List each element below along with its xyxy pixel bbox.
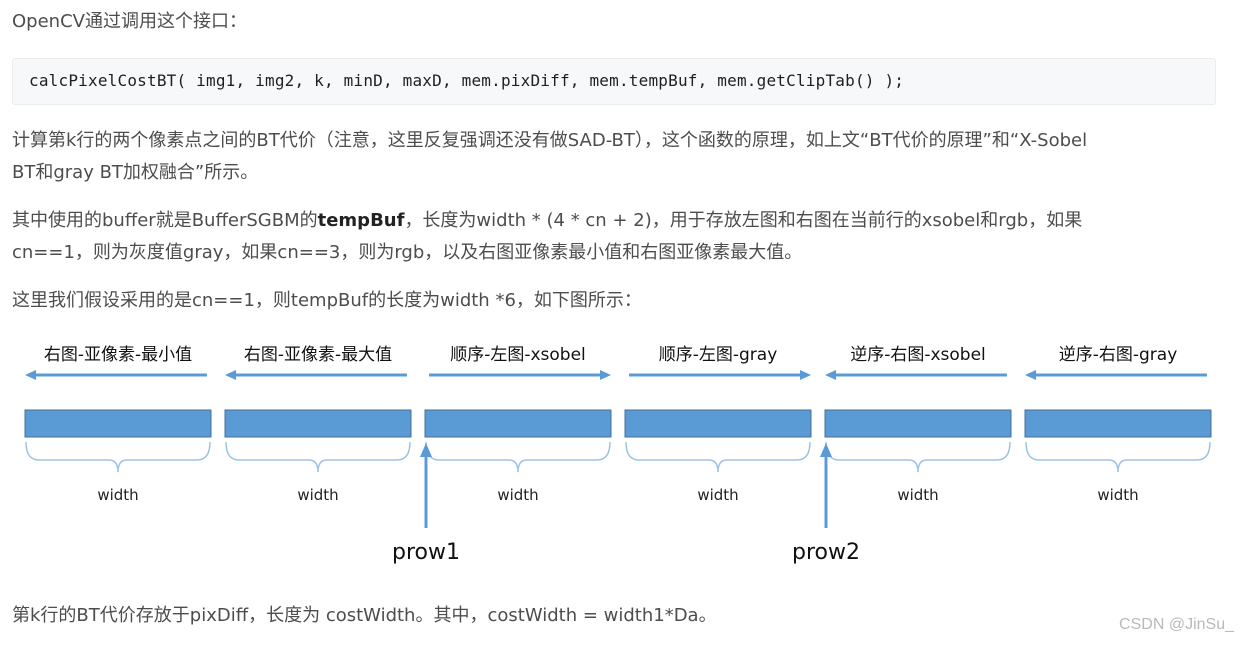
width-brace <box>625 441 811 473</box>
paragraph-3: 这里我们假设采用的是cn==1，则tempBuf的长度为width *6，如下图… <box>12 290 642 311</box>
width-brace <box>1025 441 1211 473</box>
buffer-block <box>424 409 612 438</box>
buffer-block <box>824 409 1012 438</box>
width-label: width <box>1097 486 1138 504</box>
segment-arrow-head <box>1025 370 1036 380</box>
pointer-arrow-head <box>820 443 832 457</box>
buffer-block <box>624 409 812 438</box>
code-block: calcPixelCostBT( img1, img2, k, minD, ma… <box>12 58 1216 105</box>
buffer-block <box>224 409 412 438</box>
width-label: width <box>697 486 738 504</box>
intro-text: OpenCV通过调用这个接口： <box>12 11 247 32</box>
paragraph-2-line-2: cn==1，则为灰度值gray，如果cn==3，则为rgb，以及右图亚像素最小值… <box>12 242 803 263</box>
segment-label: 逆序-右图-gray <box>1059 345 1178 365</box>
segment-arrow-head <box>825 370 836 380</box>
paragraph-1-line-2: BT和gray BT加权融合”所示。 <box>12 162 259 183</box>
tempbuf-diagram: 右图-亚像素-最小值 width 右图-亚像素-最大值 width 顺序-左图-xsob… <box>24 345 1212 565</box>
segment-label: 逆序-右图-xsobel <box>850 345 986 365</box>
width-label: width <box>897 486 938 504</box>
segment-arrow-head <box>25 370 36 380</box>
width-brace <box>825 441 1011 473</box>
segment-label: 右图-亚像素-最小值 <box>44 345 192 365</box>
segment-arrow-head <box>225 370 236 380</box>
paragraph-2-bold: tempBuf <box>317 210 405 231</box>
width-label: width <box>497 486 538 504</box>
paragraph-4: 第k行的BT代价存放于pixDiff，长度为 costWidth。其中，cost… <box>12 605 717 626</box>
segment-arrow-head <box>800 370 811 380</box>
paragraph-2-suffix: ，长度为width * (4 * cn + 2)，用于存放左图和右图在当前行的x… <box>404 210 1083 231</box>
pointer-label: prow2 <box>792 540 860 565</box>
width-brace <box>225 441 411 473</box>
segment-label: 右图-亚像素-最大值 <box>244 345 392 365</box>
paragraph-1-line-1: 计算第k行的两个像素点之间的BT代价（注意，这里反复强调还没有做SAD-BT），… <box>12 130 1088 151</box>
paragraph-2-prefix: 其中使用的buffer就是BufferSGBM的 <box>12 210 318 231</box>
code-line: calcPixelCostBT( img1, img2, k, minD, ma… <box>29 71 905 90</box>
paragraph-2-line-1: 其中使用的buffer就是BufferSGBM的tempBuf，长度为width… <box>12 205 1082 237</box>
pointer-label: prow1 <box>392 540 460 565</box>
segment-arrow-head <box>600 370 611 380</box>
watermark: CSDN @JinSu_ <box>1119 616 1234 633</box>
width-brace <box>25 441 211 473</box>
segment-label: 顺序-左图-xsobel <box>450 345 586 365</box>
width-brace <box>425 441 611 473</box>
width-label: width <box>297 486 338 504</box>
buffer-block <box>24 409 212 438</box>
width-label: width <box>97 486 138 504</box>
buffer-block <box>1024 409 1212 438</box>
segment-label: 顺序-左图-gray <box>659 345 778 365</box>
pointer-arrow-head <box>420 443 432 457</box>
